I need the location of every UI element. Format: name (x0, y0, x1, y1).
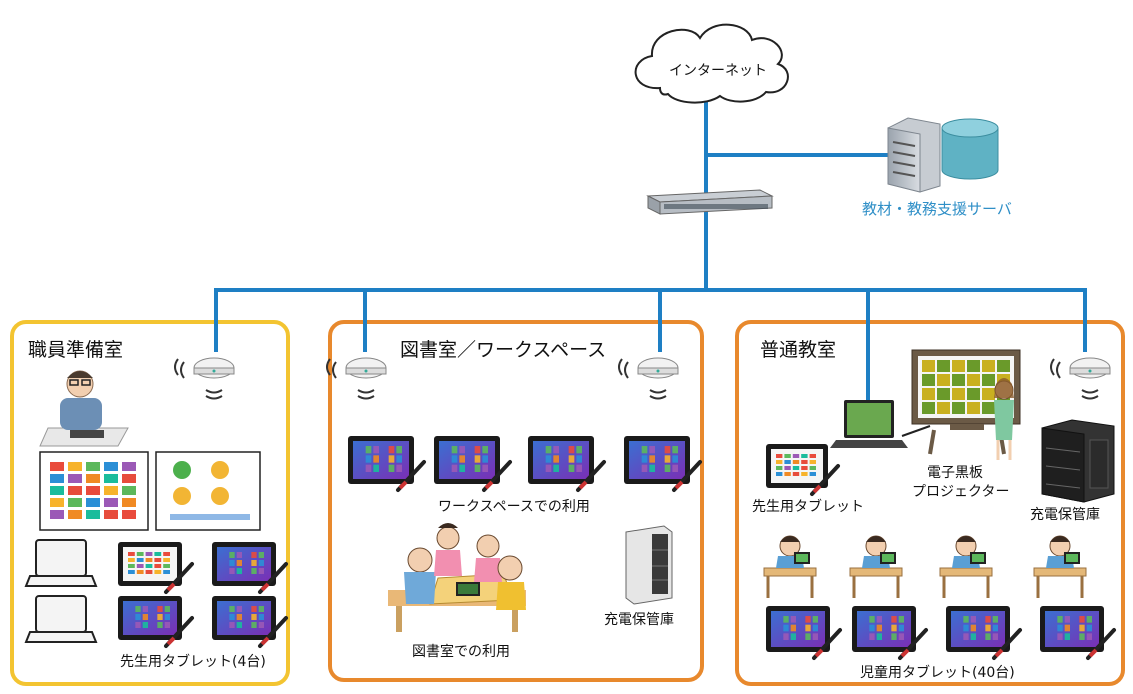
staff-room-title: 職員準備室 (28, 339, 124, 361)
stylus-icon (164, 616, 194, 648)
workspace-usage-caption: ワークスペースでの利用 (438, 499, 590, 515)
tablet-icon (212, 542, 288, 594)
student-desk-icon (849, 535, 903, 598)
stylus-icon (258, 562, 288, 594)
stylus-icon (258, 616, 288, 648)
laptop-icon (24, 539, 98, 643)
classroom-teacher-tablet-caption: 先生用タブレット (752, 499, 864, 515)
tablet-icon (766, 444, 840, 496)
tablet-icon (766, 606, 842, 660)
tablet-icon (852, 606, 928, 660)
cloud-icon (634, 23, 789, 104)
tablet-icon (118, 542, 194, 594)
stylus-icon (672, 460, 702, 492)
student-desk-icon (1033, 535, 1087, 598)
tablet-icon (1040, 606, 1116, 660)
tablet-icon (434, 436, 512, 492)
library-frame (328, 320, 704, 682)
classroom-title: 普通教室 (760, 339, 837, 361)
stylus-icon (992, 628, 1022, 660)
tablet-icon (348, 436, 426, 492)
student-desk-icon (939, 535, 993, 598)
wireless-access-point-icon (174, 357, 235, 400)
tablet-icon (624, 436, 702, 492)
server-tower-icon (887, 117, 941, 193)
charging-cabinet-icon (1041, 419, 1115, 503)
teacher-person-icon (39, 370, 129, 447)
library-usage-caption: 図書室での利用 (412, 644, 510, 660)
network-switch-icon (646, 189, 774, 215)
stylus-icon (810, 464, 840, 496)
library-charging-cabinet-caption: 充電保管庫 (604, 612, 674, 628)
laptop-icon (830, 400, 931, 448)
student-desk-icon (763, 535, 817, 598)
tablet-icon (946, 606, 1022, 660)
staff-room-frame (10, 320, 290, 686)
stylus-icon (396, 460, 426, 492)
database-icon (941, 118, 999, 180)
stylus-icon (898, 628, 928, 660)
projector-caption: プロジェクター (912, 484, 1010, 500)
stylus-icon (482, 460, 512, 492)
electronic-whiteboard-icon (911, 349, 1021, 460)
tablet-icon (528, 436, 606, 492)
children-group-icon (388, 523, 526, 632)
student-desk-icons (763, 535, 1087, 598)
wireless-access-point-icon (326, 357, 387, 400)
classroom-charging-cabinet-caption: 充電保管庫 (1030, 507, 1100, 523)
library-title: 図書室／ワークスペース (400, 339, 607, 361)
stylus-icon (812, 628, 842, 660)
dashboard-screen-charts (155, 451, 261, 531)
wireless-access-point-icons (174, 357, 1111, 400)
wireless-access-point-icon (618, 357, 679, 400)
whiteboard-caption: 電子黒板 (927, 465, 983, 481)
staff-room-tablet-caption: 先生用タブレット(4台) (120, 654, 266, 670)
stylus-icon (164, 562, 194, 594)
student-tablet-caption: 児童用タブレット(40台) (860, 665, 1015, 681)
tablet-icons (118, 436, 1116, 660)
internet-label: インターネット (669, 63, 767, 79)
stylus-icon (576, 460, 606, 492)
tablet-icon (118, 596, 194, 648)
wireless-access-point-icon (1050, 357, 1111, 400)
dashboard-screen-tiles (39, 451, 149, 531)
server-label: 教材・教務支援サーバ (862, 200, 1012, 218)
classroom-frame (735, 320, 1125, 686)
stylus-icon (1086, 628, 1116, 660)
charging-cabinet-icon (625, 525, 673, 605)
tablet-icon (212, 596, 288, 648)
